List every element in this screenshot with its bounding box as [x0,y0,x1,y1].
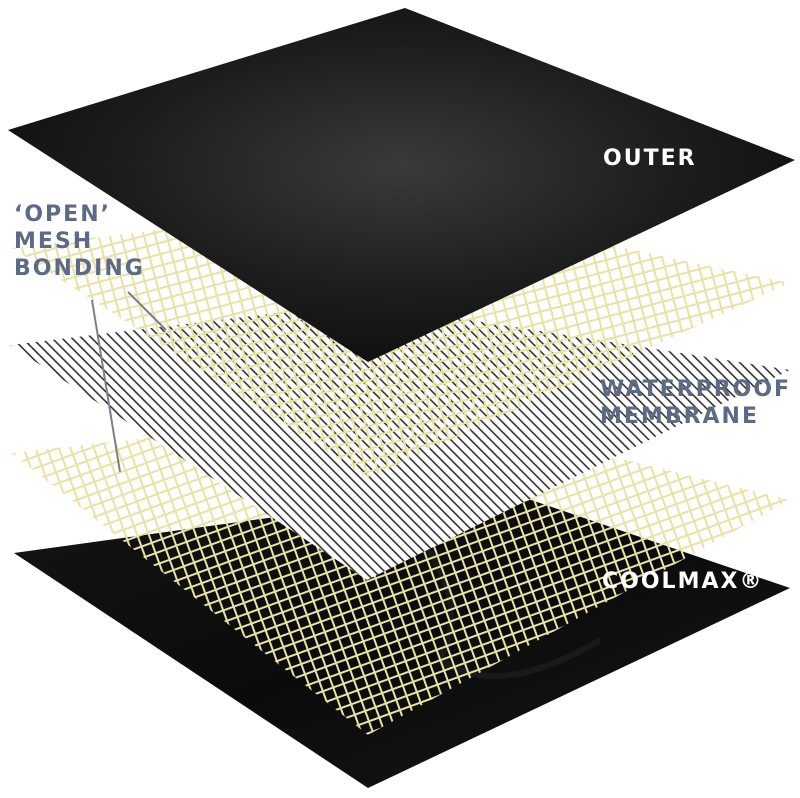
mesh-label-line-3: BONDING [14,255,145,281]
mesh-bonding-label: ‘OPEN’ MESH BONDING [14,202,145,282]
outer-label-text: OUTER [603,146,697,171]
waterproof-membrane-label: WATERPROOF MEMBRANE [600,377,791,431]
leader-line-mesh-lower [91,299,121,473]
coolmax-label-text: COOLMAX® [602,569,764,594]
lower-mesh-layer [12,408,790,735]
outer-label: OUTER [603,146,697,173]
mesh-label-line-1: ‘OPEN’ [14,202,111,227]
membrane-label-line-2: MEMBRANE [600,403,759,429]
leader-line-mesh-upper [127,291,167,331]
coolmax-label: COOLMAX® [602,569,763,596]
membrane-label-line-1: WATERPROOF [600,377,792,402]
mesh-label-line-2: MESH [14,228,94,254]
outer-layer [8,8,795,362]
